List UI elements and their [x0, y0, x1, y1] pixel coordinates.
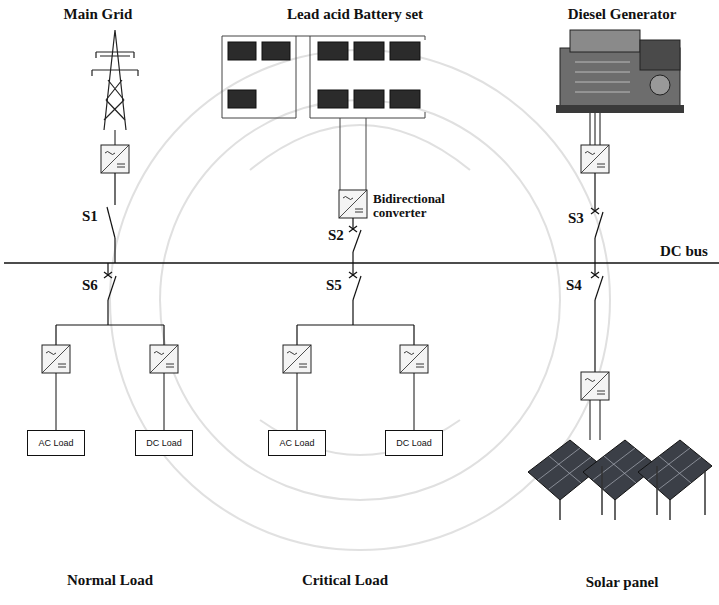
- diesel-generator: [556, 30, 684, 113]
- switch-symbol: [591, 263, 603, 372]
- battery-set: [222, 36, 425, 190]
- load-box: AC Load: [268, 430, 326, 456]
- dc-dc-converter: [581, 372, 609, 400]
- bus-label: DC bus: [660, 243, 708, 260]
- load-text: DC Load: [146, 438, 182, 448]
- ac-dc-converter: [101, 145, 129, 173]
- switch-label: S1: [82, 208, 98, 225]
- source-title: Diesel Generator: [568, 6, 677, 23]
- dc-dc-converter: [150, 345, 178, 373]
- transmission-tower: [92, 30, 138, 130]
- switch-label: S2: [328, 227, 344, 244]
- dc-ac-converter: [283, 345, 311, 373]
- switch-symbol: [107, 173, 115, 263]
- switch-label: S3: [568, 210, 584, 227]
- ac-dc-converter: [581, 145, 609, 173]
- switch-label: S5: [326, 277, 342, 294]
- converter-label: Bidirectional converter: [373, 192, 468, 221]
- group-title: Solar panel: [586, 574, 659, 591]
- source-title: Lead acid Battery set: [287, 6, 423, 23]
- load-box: DC Load: [385, 430, 443, 456]
- load-box: DC Load: [135, 430, 193, 456]
- group-title: Normal Load: [67, 572, 153, 589]
- source-title: Main Grid: [64, 6, 133, 23]
- switch-symbol: [297, 263, 414, 345]
- load-text: AC Load: [279, 438, 314, 448]
- group-title: Critical Load: [302, 572, 388, 589]
- switch-label: S6: [82, 277, 98, 294]
- dc-dc-converter: [400, 345, 428, 373]
- load-text: DC Load: [396, 438, 432, 448]
- switch-symbol: [56, 263, 164, 345]
- dc-bus-line: [4, 262, 719, 264]
- switch-symbol: [349, 218, 361, 263]
- bidirectional-converter: [339, 190, 367, 218]
- switch-label: S4: [566, 277, 582, 294]
- watermark-seal: [110, 50, 610, 550]
- dc-ac-converter: [42, 345, 70, 373]
- load-box: AC Load: [27, 430, 85, 456]
- switch-symbol: [591, 173, 603, 263]
- solar-panels: [528, 440, 712, 520]
- load-text: AC Load: [38, 438, 73, 448]
